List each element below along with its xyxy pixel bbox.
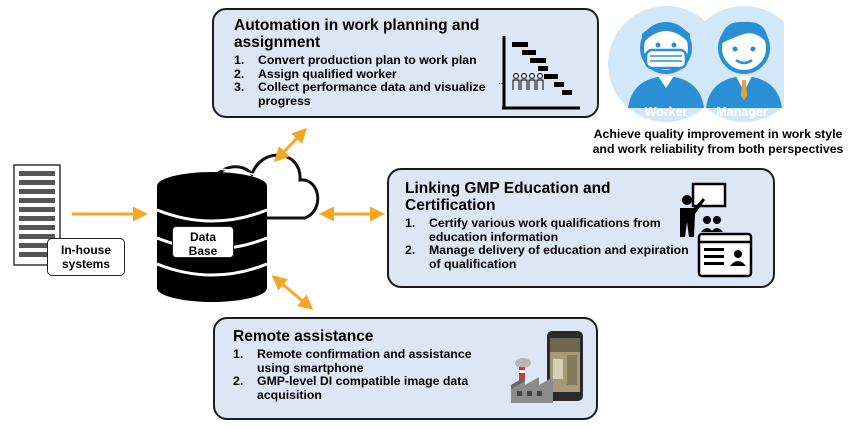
automation-item-3: 3.Collect performance data and visualize…	[234, 80, 486, 108]
people-caption-line1: Achieve quality improvement in work styl…	[593, 127, 843, 141]
automation-item-1: 1.Convert production plan to work plan	[234, 53, 477, 67]
remote-box: Remote assistance 1.Remote confirmation …	[213, 317, 598, 420]
inhouse-label-line1: In-house	[61, 243, 111, 257]
people-caption-line2: and work reliability from both perspecti…	[592, 142, 844, 156]
remote-item-2: 2.GMP-level DI compatible image data acq…	[233, 374, 469, 402]
manager-label: Manager	[716, 105, 768, 119]
server-rack-icon	[13, 164, 61, 266]
people-illustration	[608, 6, 784, 122]
svg-text:…: …	[498, 77, 506, 86]
gmp-item-2: 2.Manage delivery of education and expir…	[405, 243, 689, 271]
gantt-chart-icon: …	[498, 36, 580, 110]
automation-item-2: 2.Assign qualified worker	[234, 66, 397, 81]
inhouse-systems-label: In-house systems	[47, 238, 125, 276]
arrow-db-automation	[273, 127, 308, 163]
automation-box: Automation in work planning and assignme…	[212, 8, 599, 118]
gmp-box: Linking GMP Education and Certification …	[387, 168, 775, 288]
certificate-card-icon	[697, 232, 753, 278]
remote-title: Remote assistance	[233, 328, 374, 345]
gmp-item-1: 1.Certify various work qualifications fr…	[405, 216, 661, 244]
smartphone-icon	[547, 331, 583, 401]
automation-list: 1.Convert production plan to work plan 2…	[234, 53, 489, 108]
teacher-presentation-icon	[680, 182, 727, 237]
arrow-db-remote	[271, 275, 314, 310]
factory-icon	[511, 358, 553, 403]
database-label-line2: Base	[188, 244, 218, 258]
inhouse-label-line2: systems	[61, 257, 111, 271]
automation-title: Automation in work planning and assignme…	[234, 17, 480, 51]
database-label-line1: Data	[189, 230, 216, 244]
manager-avatar-icon	[706, 21, 782, 108]
remote-item-1: 1.Remote confirmation and assistance usi…	[233, 347, 472, 375]
gmp-title: Linking GMP Education and Certification	[405, 180, 611, 214]
people-caption: Achieve quality improvement in work styl…	[578, 127, 858, 157]
gmp-list: 1.Certify various work qualifications fr…	[405, 216, 695, 271]
worker-label: Worker	[644, 105, 688, 119]
database-label: Data Base	[172, 226, 234, 258]
remote-list: 1.Remote confirmation and assistance usi…	[233, 347, 493, 402]
worker-avatar-icon	[628, 22, 704, 108]
